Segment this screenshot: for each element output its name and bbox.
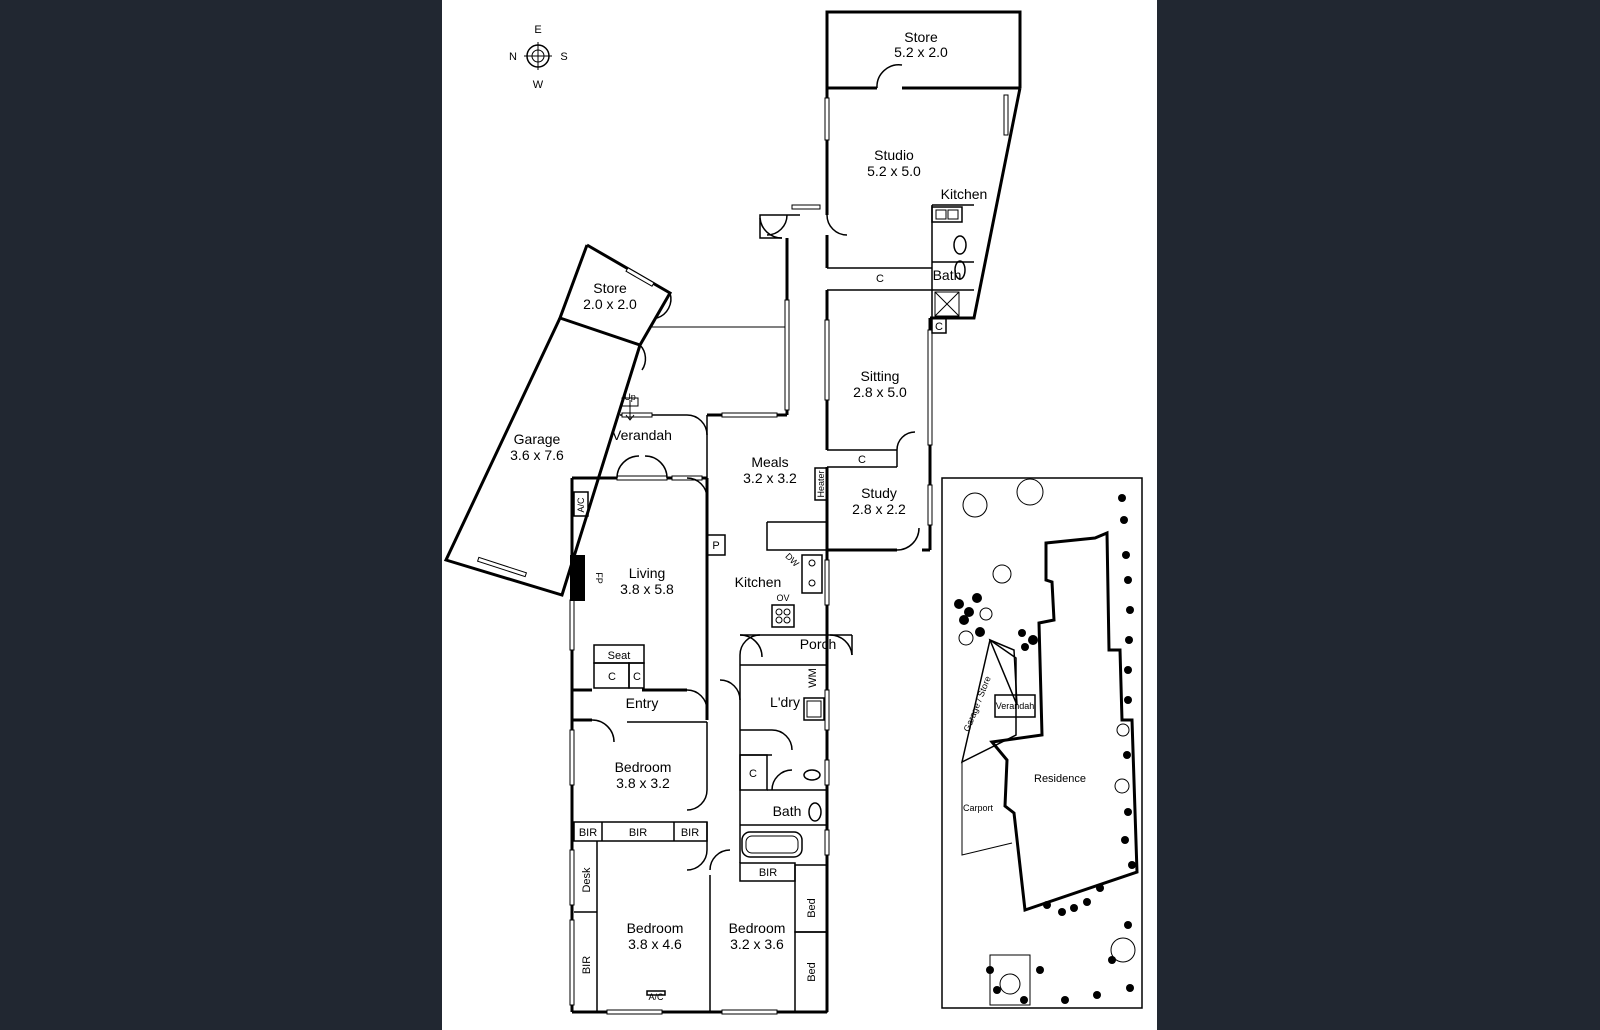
tree-icon bbox=[954, 478, 1136, 1004]
bedroom1-dims: 3.8 x 3.2 bbox=[616, 775, 670, 791]
garage-name: Garage bbox=[514, 431, 561, 447]
pantry-label: P bbox=[712, 540, 719, 552]
cupboard-label: C bbox=[633, 671, 641, 683]
site-verandah-label: Verandah bbox=[996, 701, 1035, 711]
basin-icon bbox=[808, 802, 822, 822]
heater-label: Heater bbox=[816, 470, 826, 497]
wc-icon bbox=[803, 769, 821, 781]
bed-label: Bed bbox=[806, 898, 818, 918]
bed-label: Bed bbox=[806, 962, 818, 982]
compass-east: E bbox=[534, 24, 541, 36]
doors bbox=[591, 64, 920, 871]
seat-label: Seat bbox=[608, 650, 631, 662]
desk-label: Desk bbox=[581, 867, 593, 893]
building-walls bbox=[443, 10, 1022, 1014]
trough-icon bbox=[803, 697, 825, 721]
meals-name: Meals bbox=[751, 454, 788, 470]
kitchen-name: Kitchen bbox=[735, 574, 782, 590]
bir-label: BIR bbox=[579, 827, 597, 839]
cupboard-label: C bbox=[876, 273, 884, 285]
store-left-name: Store bbox=[593, 280, 627, 296]
fixtures bbox=[570, 206, 967, 996]
site-residence-label: Residence bbox=[1034, 773, 1086, 785]
bir-label: BIR bbox=[759, 867, 777, 879]
store-left-dims: 2.0 x 2.0 bbox=[583, 296, 637, 312]
bedroom1-name: Bedroom bbox=[615, 759, 672, 775]
compass-south: S bbox=[560, 51, 567, 63]
studio-dims: 5.2 x 5.0 bbox=[867, 163, 921, 179]
living-dims: 3.8 x 5.8 bbox=[620, 581, 674, 597]
compass-west: W bbox=[533, 79, 544, 91]
site-carport-label: Carport bbox=[963, 803, 994, 813]
living-name: Living bbox=[629, 565, 666, 581]
dw-label: DW bbox=[783, 551, 801, 569]
site-garage-store-label: Garage / Store bbox=[962, 675, 993, 733]
bedroom2-dims: 3.8 x 4.6 bbox=[628, 936, 682, 952]
bedroom2-name: Bedroom bbox=[627, 920, 684, 936]
ov-label: OV bbox=[776, 593, 789, 603]
garage-dims: 3.6 x 7.6 bbox=[510, 447, 564, 463]
fireplace-icon bbox=[570, 555, 585, 601]
bir-label: BIR bbox=[581, 956, 593, 974]
sink-icon bbox=[931, 206, 963, 223]
up-label: Up bbox=[624, 392, 636, 402]
studio-kitchen-name: Kitchen bbox=[941, 186, 988, 202]
porch-name: Porch bbox=[800, 636, 837, 652]
bedroom3-dims: 3.2 x 3.6 bbox=[730, 936, 784, 952]
bedroom3-name: Bedroom bbox=[729, 920, 786, 936]
cupboard-label: C bbox=[749, 768, 757, 780]
bir-label: BIR bbox=[629, 827, 647, 839]
windows bbox=[476, 94, 1009, 1015]
compass-north: N bbox=[509, 51, 517, 63]
cupboard-label: C bbox=[608, 671, 616, 683]
compass-icon: E N S W bbox=[509, 24, 568, 91]
entry-name: Entry bbox=[626, 695, 659, 711]
bath-name: Bath bbox=[773, 803, 802, 819]
fixture-labels: C C C Up Heater A/C FP P DW OV Seat C C … bbox=[576, 273, 943, 1002]
cupboard-label: C bbox=[935, 321, 943, 333]
toilet-icon bbox=[953, 235, 967, 255]
room-labels: Store 5.2 x 2.0 Studio 5.2 x 5.0 Kitchen… bbox=[510, 29, 987, 952]
floor-plan: E N S W bbox=[443, 10, 1143, 1015]
bathtub-icon bbox=[741, 831, 803, 858]
cooktop-icon bbox=[771, 604, 795, 628]
meals-dims: 3.2 x 3.2 bbox=[743, 470, 797, 486]
store-top-dims: 5.2 x 2.0 bbox=[894, 44, 948, 60]
sitting-name: Sitting bbox=[861, 368, 900, 384]
kitchen-sink-icon bbox=[801, 554, 823, 594]
studio-name: Studio bbox=[874, 147, 914, 163]
study-name: Study bbox=[861, 485, 897, 501]
fp-label: FP bbox=[594, 572, 604, 584]
study-dims: 2.8 x 2.2 bbox=[852, 501, 906, 517]
studio-bath-name: Bath bbox=[933, 267, 962, 283]
floor-plan-sheet: E N S W bbox=[442, 0, 1157, 1030]
laundry-name: L'dry bbox=[770, 694, 800, 710]
sitting-dims: 2.8 x 5.0 bbox=[853, 384, 907, 400]
verandah-name: Verandah bbox=[612, 427, 672, 443]
store-top-name: Store bbox=[904, 29, 938, 45]
ac-label: A/C bbox=[648, 992, 664, 1002]
wm-label: WM bbox=[807, 668, 819, 688]
site-plan: Garage / Store Verandah Residence Carpor… bbox=[941, 477, 1143, 1009]
bir-label: BIR bbox=[681, 827, 699, 839]
ac-label: A/C bbox=[576, 497, 586, 513]
cupboard-label: C bbox=[858, 454, 866, 466]
